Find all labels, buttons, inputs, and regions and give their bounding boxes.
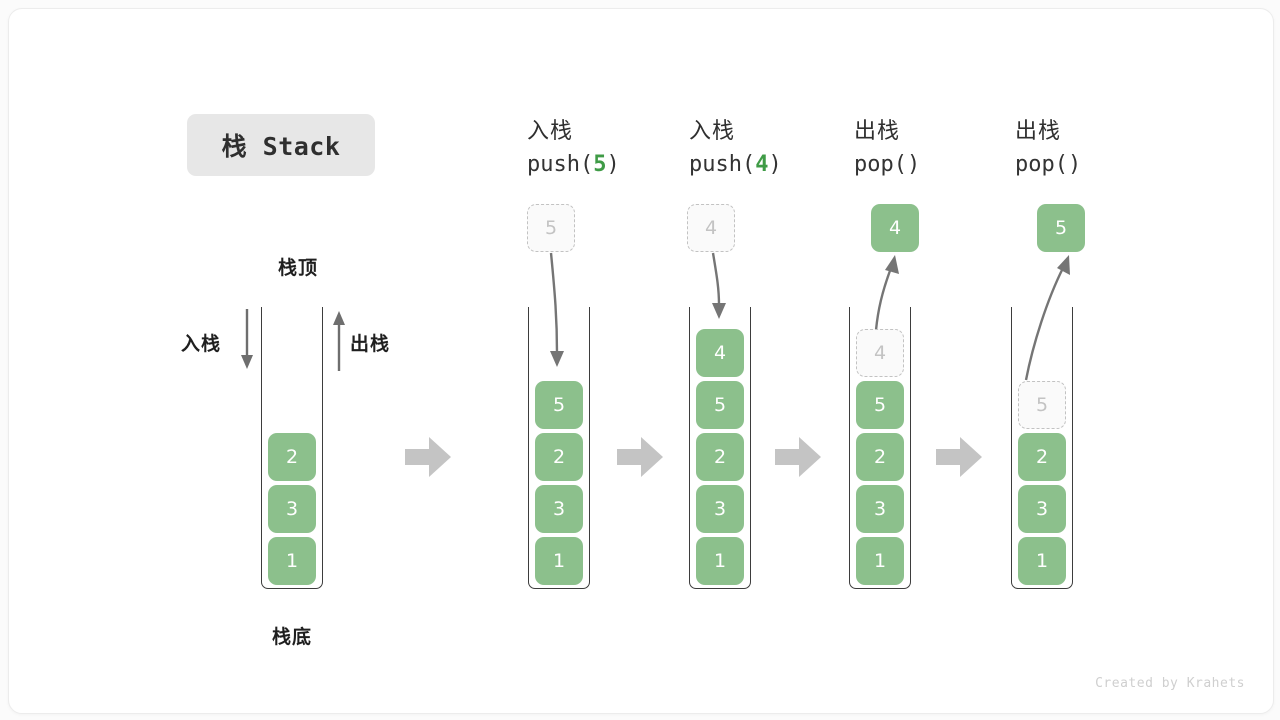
stack-cell: 2: [535, 433, 583, 481]
pop-direction-label: 出栈: [350, 333, 391, 355]
column-header-code: push(4): [689, 152, 782, 178]
stack-cell-ghost: 4: [856, 329, 904, 377]
stack-container-initial: [261, 307, 323, 589]
stack-top-label: 栈顶: [277, 257, 318, 279]
pop-direction-arrow-icon: [333, 311, 345, 371]
column-header-code: pop(): [1015, 152, 1082, 178]
title-badge: 栈 Stack: [187, 114, 375, 176]
column-header-push-5: 入栈 push(5): [527, 117, 697, 180]
stack-cell-ghost: 5: [1018, 381, 1066, 429]
stack-cell: 4: [696, 329, 744, 377]
stack-cell: 3: [1018, 485, 1066, 533]
stack-cell: 1: [535, 537, 583, 585]
stack-cell: 5: [856, 381, 904, 429]
column-header-pop-2: 出栈 pop(): [1015, 117, 1185, 180]
stack-container-pop-2: [1011, 307, 1073, 589]
push-flow-arrow-icon: [711, 252, 726, 319]
popped-cell: 4: [871, 204, 919, 252]
credit-text: Created by Krahets: [1095, 676, 1245, 691]
pop-flow-arrow-icon: [874, 255, 899, 331]
diagram-canvas: 栈 Stack 栈顶 入栈 出栈 2 3 1 栈底 入栈 push(5): [8, 8, 1274, 714]
column-header-pop-1: 出栈 pop(): [854, 117, 1024, 180]
stack-cell: 5: [535, 381, 583, 429]
transition-arrow-icon: [405, 437, 451, 477]
stack-cell: 2: [1018, 433, 1066, 481]
stack-cell: 5: [696, 381, 744, 429]
transition-arrow-icon: [936, 437, 982, 477]
stack-cell: 3: [268, 485, 316, 533]
column-header-push-4: 入栈 push(4): [689, 117, 859, 180]
push-flow-arrow-icon: [549, 252, 564, 367]
stack-cell: 2: [696, 433, 744, 481]
stack-cell: 1: [1018, 537, 1066, 585]
stack-container-push-5: [528, 307, 590, 589]
transition-arrow-icon: [775, 437, 821, 477]
stack-bottom-label: 栈底: [271, 626, 312, 648]
stack-cell: 1: [696, 537, 744, 585]
stack-cell: 3: [856, 485, 904, 533]
stack-cell: 1: [856, 537, 904, 585]
transition-arrow-icon: [617, 437, 663, 477]
stack-cell: 3: [696, 485, 744, 533]
column-header-code: pop(): [854, 152, 921, 178]
push-direction-arrow-icon: [241, 309, 253, 369]
stack-cell: 2: [268, 433, 316, 481]
stack-container-push-4: [689, 307, 751, 589]
stack-cell: 3: [535, 485, 583, 533]
column-header-code: push(5): [527, 152, 620, 178]
incoming-cell: 5: [527, 204, 575, 252]
incoming-cell: 4: [687, 204, 735, 252]
pop-flow-arrow-icon: [1024, 255, 1070, 381]
stack-container-pop-1: [849, 307, 911, 589]
stack-cell: 2: [856, 433, 904, 481]
push-direction-label: 入栈: [181, 333, 222, 355]
stack-cell: 1: [268, 537, 316, 585]
popped-cell: 5: [1037, 204, 1085, 252]
